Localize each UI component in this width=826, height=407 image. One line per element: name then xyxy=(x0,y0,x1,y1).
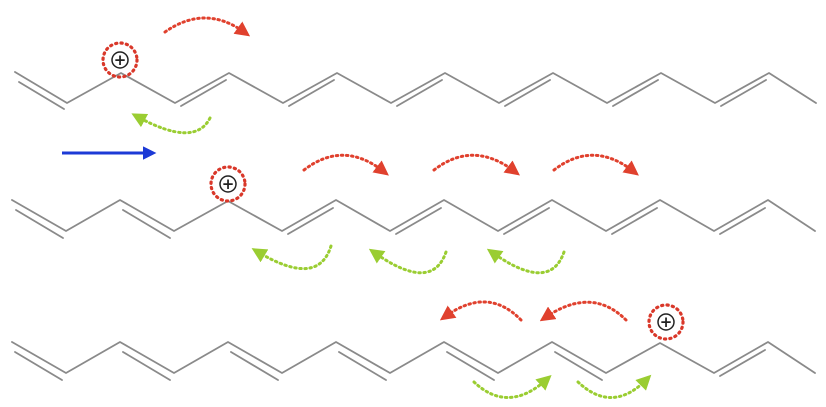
carbon-chain-1 xyxy=(14,71,817,104)
double-bonds-3 xyxy=(14,349,766,381)
electron-push-red-arrow xyxy=(552,153,639,176)
electron-push-red-arrow xyxy=(432,153,520,176)
double-bonds-1 xyxy=(18,79,767,110)
electron-push-red-arrow xyxy=(302,153,389,176)
charge-label: + xyxy=(660,313,673,331)
electron-push-green-arrow xyxy=(131,113,212,135)
electron-push-green-arrow xyxy=(576,374,652,399)
electron-push-green-arrow xyxy=(486,248,566,275)
carbocation-icon: + xyxy=(647,303,685,341)
electron-push-red-arrow xyxy=(539,300,628,322)
carbocation-icon: + xyxy=(101,41,139,79)
electron-push-green-arrow xyxy=(472,375,552,399)
resonance-structure-2: + xyxy=(11,153,816,275)
resonance-structure-1: + xyxy=(14,16,817,135)
carbon-chain-3 xyxy=(11,341,816,374)
electron-push-green-arrow xyxy=(251,244,333,271)
electron-push-red-arrow xyxy=(439,300,523,322)
resonance-structure-3: + xyxy=(11,300,816,399)
charge-label: + xyxy=(114,51,127,69)
carbon-chain-2 xyxy=(11,199,816,232)
charge-label: + xyxy=(222,175,235,193)
carbocation-icon: + xyxy=(209,165,247,203)
electron-push-green-arrow xyxy=(368,248,448,275)
electron-push-red-arrow xyxy=(163,16,251,37)
double-bonds-2 xyxy=(15,207,766,239)
